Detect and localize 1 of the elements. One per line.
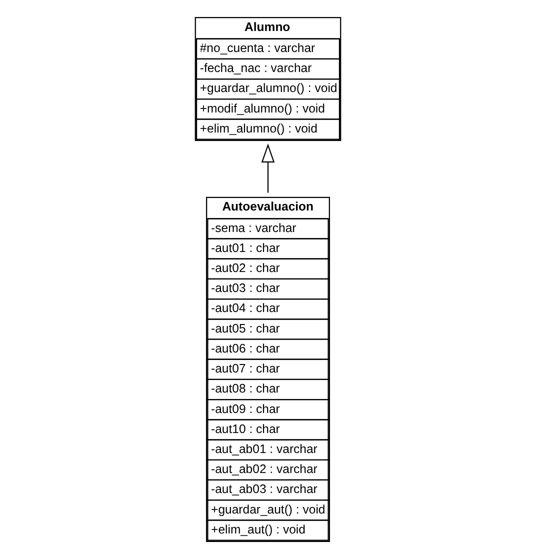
arrow xyxy=(260,143,274,193)
